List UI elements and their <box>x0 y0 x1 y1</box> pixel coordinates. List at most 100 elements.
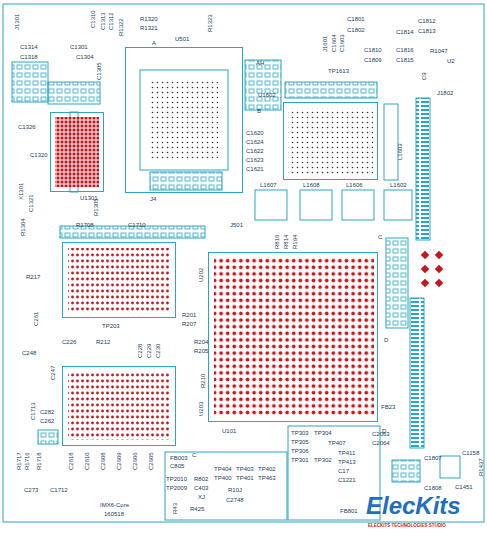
part-designator: C2605 <box>148 452 154 470</box>
part-designator: C230 <box>155 344 161 358</box>
passive-group <box>285 82 377 98</box>
part-designator: TP402 <box>258 466 276 472</box>
passive-group <box>392 460 420 482</box>
part-designator: U203 <box>198 402 204 416</box>
part-designator: U101 <box>222 428 236 434</box>
passive-group <box>150 172 222 190</box>
tp-area <box>165 452 287 520</box>
part-designator: C1305 <box>96 62 102 80</box>
passive-group <box>12 62 48 102</box>
memory-balls <box>68 248 170 312</box>
part-designator: 160518 <box>104 511 124 517</box>
part-designator: C9 <box>421 72 427 80</box>
inductor <box>384 104 398 180</box>
watermark: ELECKITS TECHNOLOGIES STUDIO <box>368 524 446 529</box>
part-designator: D <box>384 337 388 343</box>
part-designator: C1802 <box>347 27 365 33</box>
part-designator: C2609 <box>116 452 122 470</box>
part-designator: TP305 <box>291 439 309 445</box>
part-designator: R43 <box>172 503 178 514</box>
part-designator: C1815 <box>396 57 414 63</box>
part-designator: R217 <box>26 274 40 280</box>
part-designator: TP400 <box>214 475 232 481</box>
part-designator: L1606 <box>346 182 363 188</box>
part-designator: J501 <box>230 222 243 228</box>
part-designator: R207 <box>182 321 196 327</box>
passive-group <box>48 82 100 104</box>
part-designator: C1807 <box>424 455 442 461</box>
part-designator: C228 <box>137 344 143 358</box>
part-designator: C <box>378 234 382 240</box>
part-designator: FB801 <box>340 508 358 514</box>
part-designator: L1603 <box>397 143 403 160</box>
part-designator: C1622 <box>246 148 264 154</box>
part-designator: C1603 <box>339 34 345 52</box>
part-designator: TP403 <box>236 466 254 472</box>
part-designator: R1304 <box>20 218 26 236</box>
part-designator: C1816 <box>396 47 414 53</box>
part-designator: C403 <box>194 485 208 491</box>
part-designator: C1304 <box>76 54 94 60</box>
part-designator: C1301 <box>70 44 88 50</box>
part-designator: C1604 <box>331 34 337 52</box>
part-designator: C1810 <box>364 47 382 53</box>
part-designator: C248 <box>22 350 36 356</box>
part-designator: C1451 <box>455 484 473 490</box>
ic-outline: U202 <box>62 242 176 318</box>
qfn-pads <box>55 117 99 187</box>
part-designator: C2618 <box>68 452 74 470</box>
part-designator: C273 <box>24 487 38 493</box>
part-designator: R1708 <box>76 222 94 228</box>
part-designator: AH <box>256 60 264 66</box>
part-designator: C2610 <box>84 452 90 470</box>
part-designator: C805 <box>170 463 184 469</box>
part-designator: R1716 <box>24 452 30 470</box>
part-designator: L1607 <box>260 182 277 188</box>
part-designator: IMX6-Core <box>100 502 129 508</box>
part-designator: C <box>192 452 196 458</box>
part-designator: J1301 <box>14 14 20 30</box>
part-designator: R204 <box>194 339 208 345</box>
part-designator: R201 <box>182 312 196 318</box>
part-designator: TP404 <box>214 466 232 472</box>
soc-core <box>140 70 228 170</box>
part-designator: TP304 <box>314 430 332 436</box>
part-designator: C1713 <box>30 402 36 420</box>
part-designator: TP407 <box>328 440 346 446</box>
ic-outline: U1602 <box>283 102 378 180</box>
part-designator: XJ <box>198 494 205 500</box>
part-designator: R1322 <box>118 18 124 36</box>
part-designator: TP1613 <box>328 68 349 74</box>
part-designator: A <box>152 40 156 46</box>
part-designator: X1301 <box>18 183 24 200</box>
part-designator: R1718 <box>36 452 42 470</box>
fpc-connector <box>416 98 430 240</box>
part-designator: R1437 <box>478 458 484 476</box>
passive-group <box>245 60 281 110</box>
part-designator: C1808 <box>424 485 442 491</box>
part-designator: C1326 <box>18 124 36 130</box>
watermark: ElecKits <box>366 494 461 518</box>
part-designator: TP303 <box>291 430 309 436</box>
part-designator: C1318 <box>20 54 38 60</box>
fpc-connector <box>410 298 424 448</box>
part-designator: TP203 <box>102 323 120 329</box>
part-designator: C1620 <box>246 130 264 136</box>
part-designator: R10J <box>228 487 242 493</box>
part-designator: C1624 <box>246 139 264 145</box>
part-designator: TP463 <box>258 475 276 481</box>
part-designator: U1602 <box>258 92 276 98</box>
part-designator: C1710 <box>128 222 146 228</box>
part-designator: C1621 <box>246 166 264 172</box>
inductor <box>255 190 287 220</box>
bga-balls <box>214 258 374 416</box>
part-designator: C2608 <box>100 452 106 470</box>
part-designator: R425 <box>190 506 204 512</box>
part-designator: R1717 <box>16 452 22 470</box>
part-designator: FB23 <box>381 404 395 410</box>
part-designator: TP302 <box>314 457 332 463</box>
part-designator: R194 <box>292 235 298 249</box>
pmic-balls <box>288 108 373 174</box>
part-designator: C262 <box>40 418 54 424</box>
part-designator: C229 <box>146 344 152 358</box>
